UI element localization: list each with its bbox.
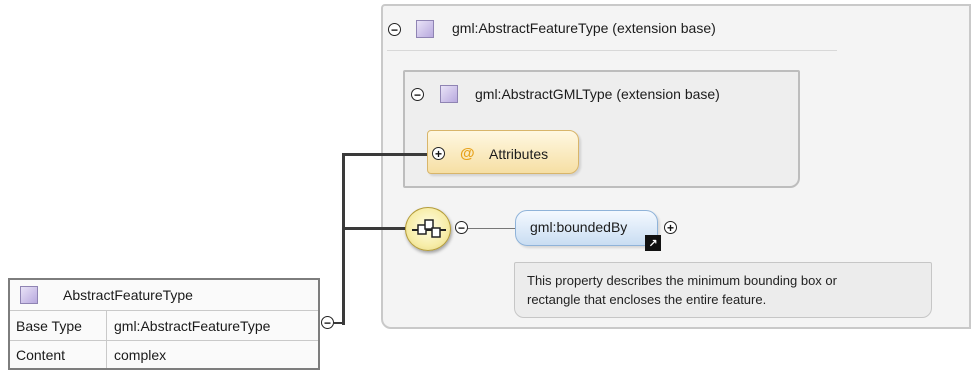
annotation: This property describes the minimum boun… [514,262,932,318]
table-header: AbstractFeatureType [10,280,318,310]
divider [106,311,107,368]
table-row: Content complex [10,342,318,368]
extension-base-label: gml:AbstractFeatureType (extension base) [452,20,716,36]
annotation-line: This property describes the minimum boun… [527,273,837,288]
connector-to-sequence [342,227,406,230]
complex-type-icon [416,20,434,38]
attributes-node[interactable] [427,130,579,174]
property-key: Base Type [16,318,82,334]
expand-icon[interactable]: + [664,221,677,234]
property-value: gml:AbstractFeatureType [114,318,271,334]
complex-type-icon [440,85,458,103]
table-row: Base Type gml:AbstractFeatureType [10,312,318,340]
reference-arrow-icon: ↗ [645,235,661,251]
element-label: gml:boundedBy [530,219,628,235]
connector-from-type [334,322,344,324]
annotation-line: rectangle that encloses the entire featu… [527,292,767,307]
sequence-icon [412,219,446,238]
collapse-icon[interactable]: − [388,23,401,36]
complex-type-icon [20,286,38,304]
collapse-icon[interactable]: − [411,88,424,101]
sequence-compositor-icon[interactable] [405,207,451,251]
type-properties-table: AbstractFeatureType Base Type gml:Abstra… [8,278,320,370]
property-value: complex [114,347,167,363]
connector-to-element [468,228,515,229]
connector-to-attributes [342,153,430,156]
element-node-bounded-by[interactable] [515,210,658,246]
divider [10,340,318,341]
divider [387,50,837,51]
attributes-label: Attributes [489,146,549,162]
collapse-icon[interactable]: − [321,316,334,329]
collapse-icon[interactable]: − [455,221,468,234]
attribute-icon: @ [460,145,475,162]
property-key: Content [16,347,66,363]
divider [10,310,318,311]
extension-base-label: gml:AbstractGMLType (extension base) [475,86,720,102]
type-name: AbstractFeatureType [63,287,193,303]
expand-icon[interactable]: + [432,147,445,160]
connector-vertical [342,153,345,325]
